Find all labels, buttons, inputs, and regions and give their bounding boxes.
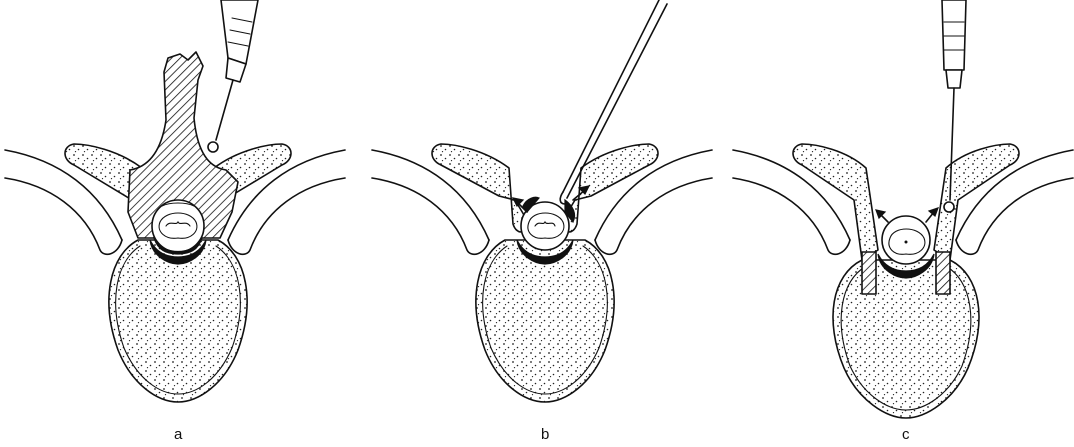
panel-label-b: b: [541, 426, 549, 443]
panel-c: c: [733, 0, 1073, 443]
right-bone-graft: [936, 252, 950, 294]
dural-sac: [152, 200, 204, 252]
panel-a: a: [5, 0, 345, 443]
drill-instrument: [208, 0, 258, 152]
left-bone-graft: [862, 252, 876, 294]
panel-label-c: c: [902, 426, 910, 443]
panel-b: b: [372, 0, 712, 443]
vertebral-body-c: [833, 260, 979, 418]
panel-label-a: a: [174, 426, 183, 443]
